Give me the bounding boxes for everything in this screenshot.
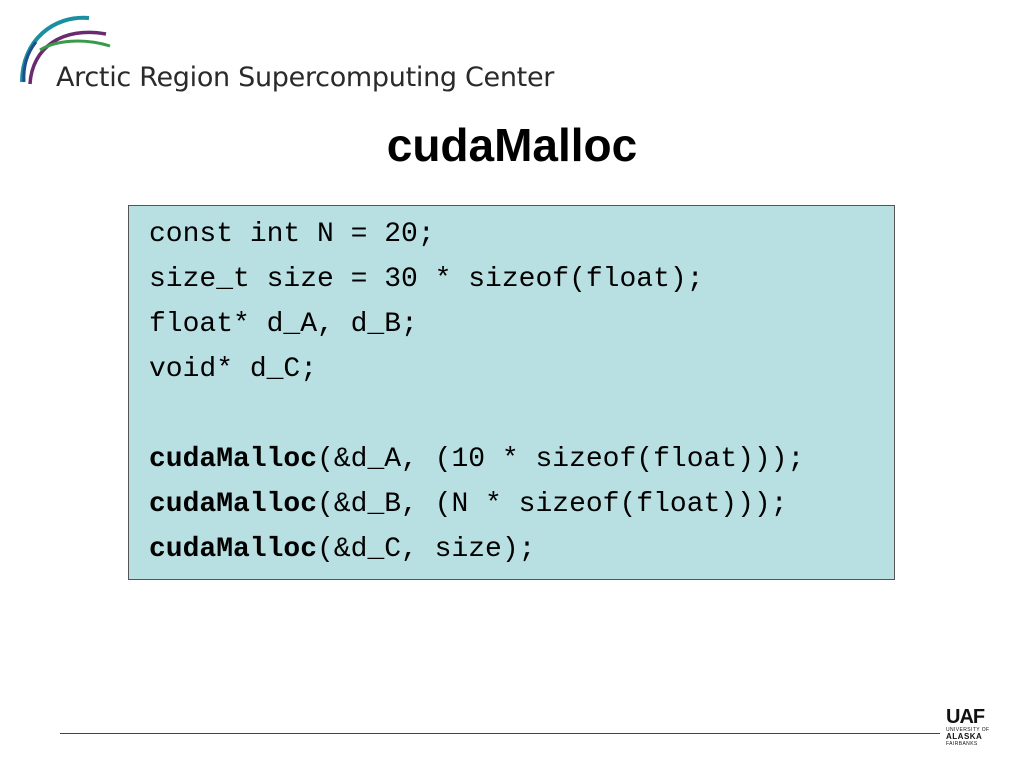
uaf-logo: UAF UNIVERSITY OF ALASKA FAIRBANKS: [946, 707, 994, 751]
code-text: void* d_C;: [149, 354, 318, 385]
code-text: (&d_C, size);: [317, 534, 536, 565]
code-text: float* d_A, d_B;: [149, 309, 418, 340]
code-line: size_t size = 30 * sizeof(float);: [149, 257, 804, 302]
footer-divider: [60, 733, 940, 734]
code-line: cudaMalloc(&d_A, (10 * sizeof(float)));: [149, 437, 804, 482]
code-text: (&d_A, (10 * sizeof(float)));: [317, 444, 805, 475]
slide-title: cudaMalloc: [386, 119, 638, 171]
code-line: void* d_C;: [149, 347, 804, 392]
arsc-arc-icon: [20, 15, 111, 85]
code-keyword: cudaMalloc: [149, 534, 318, 565]
uaf-logo-line2: ALASKA: [946, 732, 983, 741]
code-line: const int N = 20;: [149, 212, 804, 257]
code-text: const int N = 20;: [149, 219, 435, 250]
arsc-logo: Arctic Region Supercomputing Center: [14, 10, 574, 93]
code-text: size_t size = 30 * sizeof(float);: [149, 264, 704, 295]
code-lines: const int N = 20; size_t size = 30 * size…: [149, 212, 804, 572]
arsc-logo-text: Arctic Region Supercomputing Center: [56, 62, 555, 93]
code-line: [149, 392, 804, 437]
code-text: (&d_B, (N * sizeof(float)));: [317, 489, 788, 520]
code-line: cudaMalloc(&d_C, size);: [149, 527, 804, 572]
code-line: cudaMalloc(&d_B, (N * sizeof(float)));: [149, 482, 804, 527]
uaf-logo-line1: UNIVERSITY OF: [946, 727, 990, 733]
code-keyword: cudaMalloc: [149, 444, 318, 475]
code-keyword: cudaMalloc: [149, 489, 318, 520]
code-box: const int N = 20; size_t size = 30 * size…: [128, 205, 895, 580]
uaf-logo-mark: UAF: [946, 706, 985, 728]
code-line: float* d_A, d_B;: [149, 302, 804, 347]
uaf-logo-line3: FAIRBANKS: [946, 741, 978, 747]
